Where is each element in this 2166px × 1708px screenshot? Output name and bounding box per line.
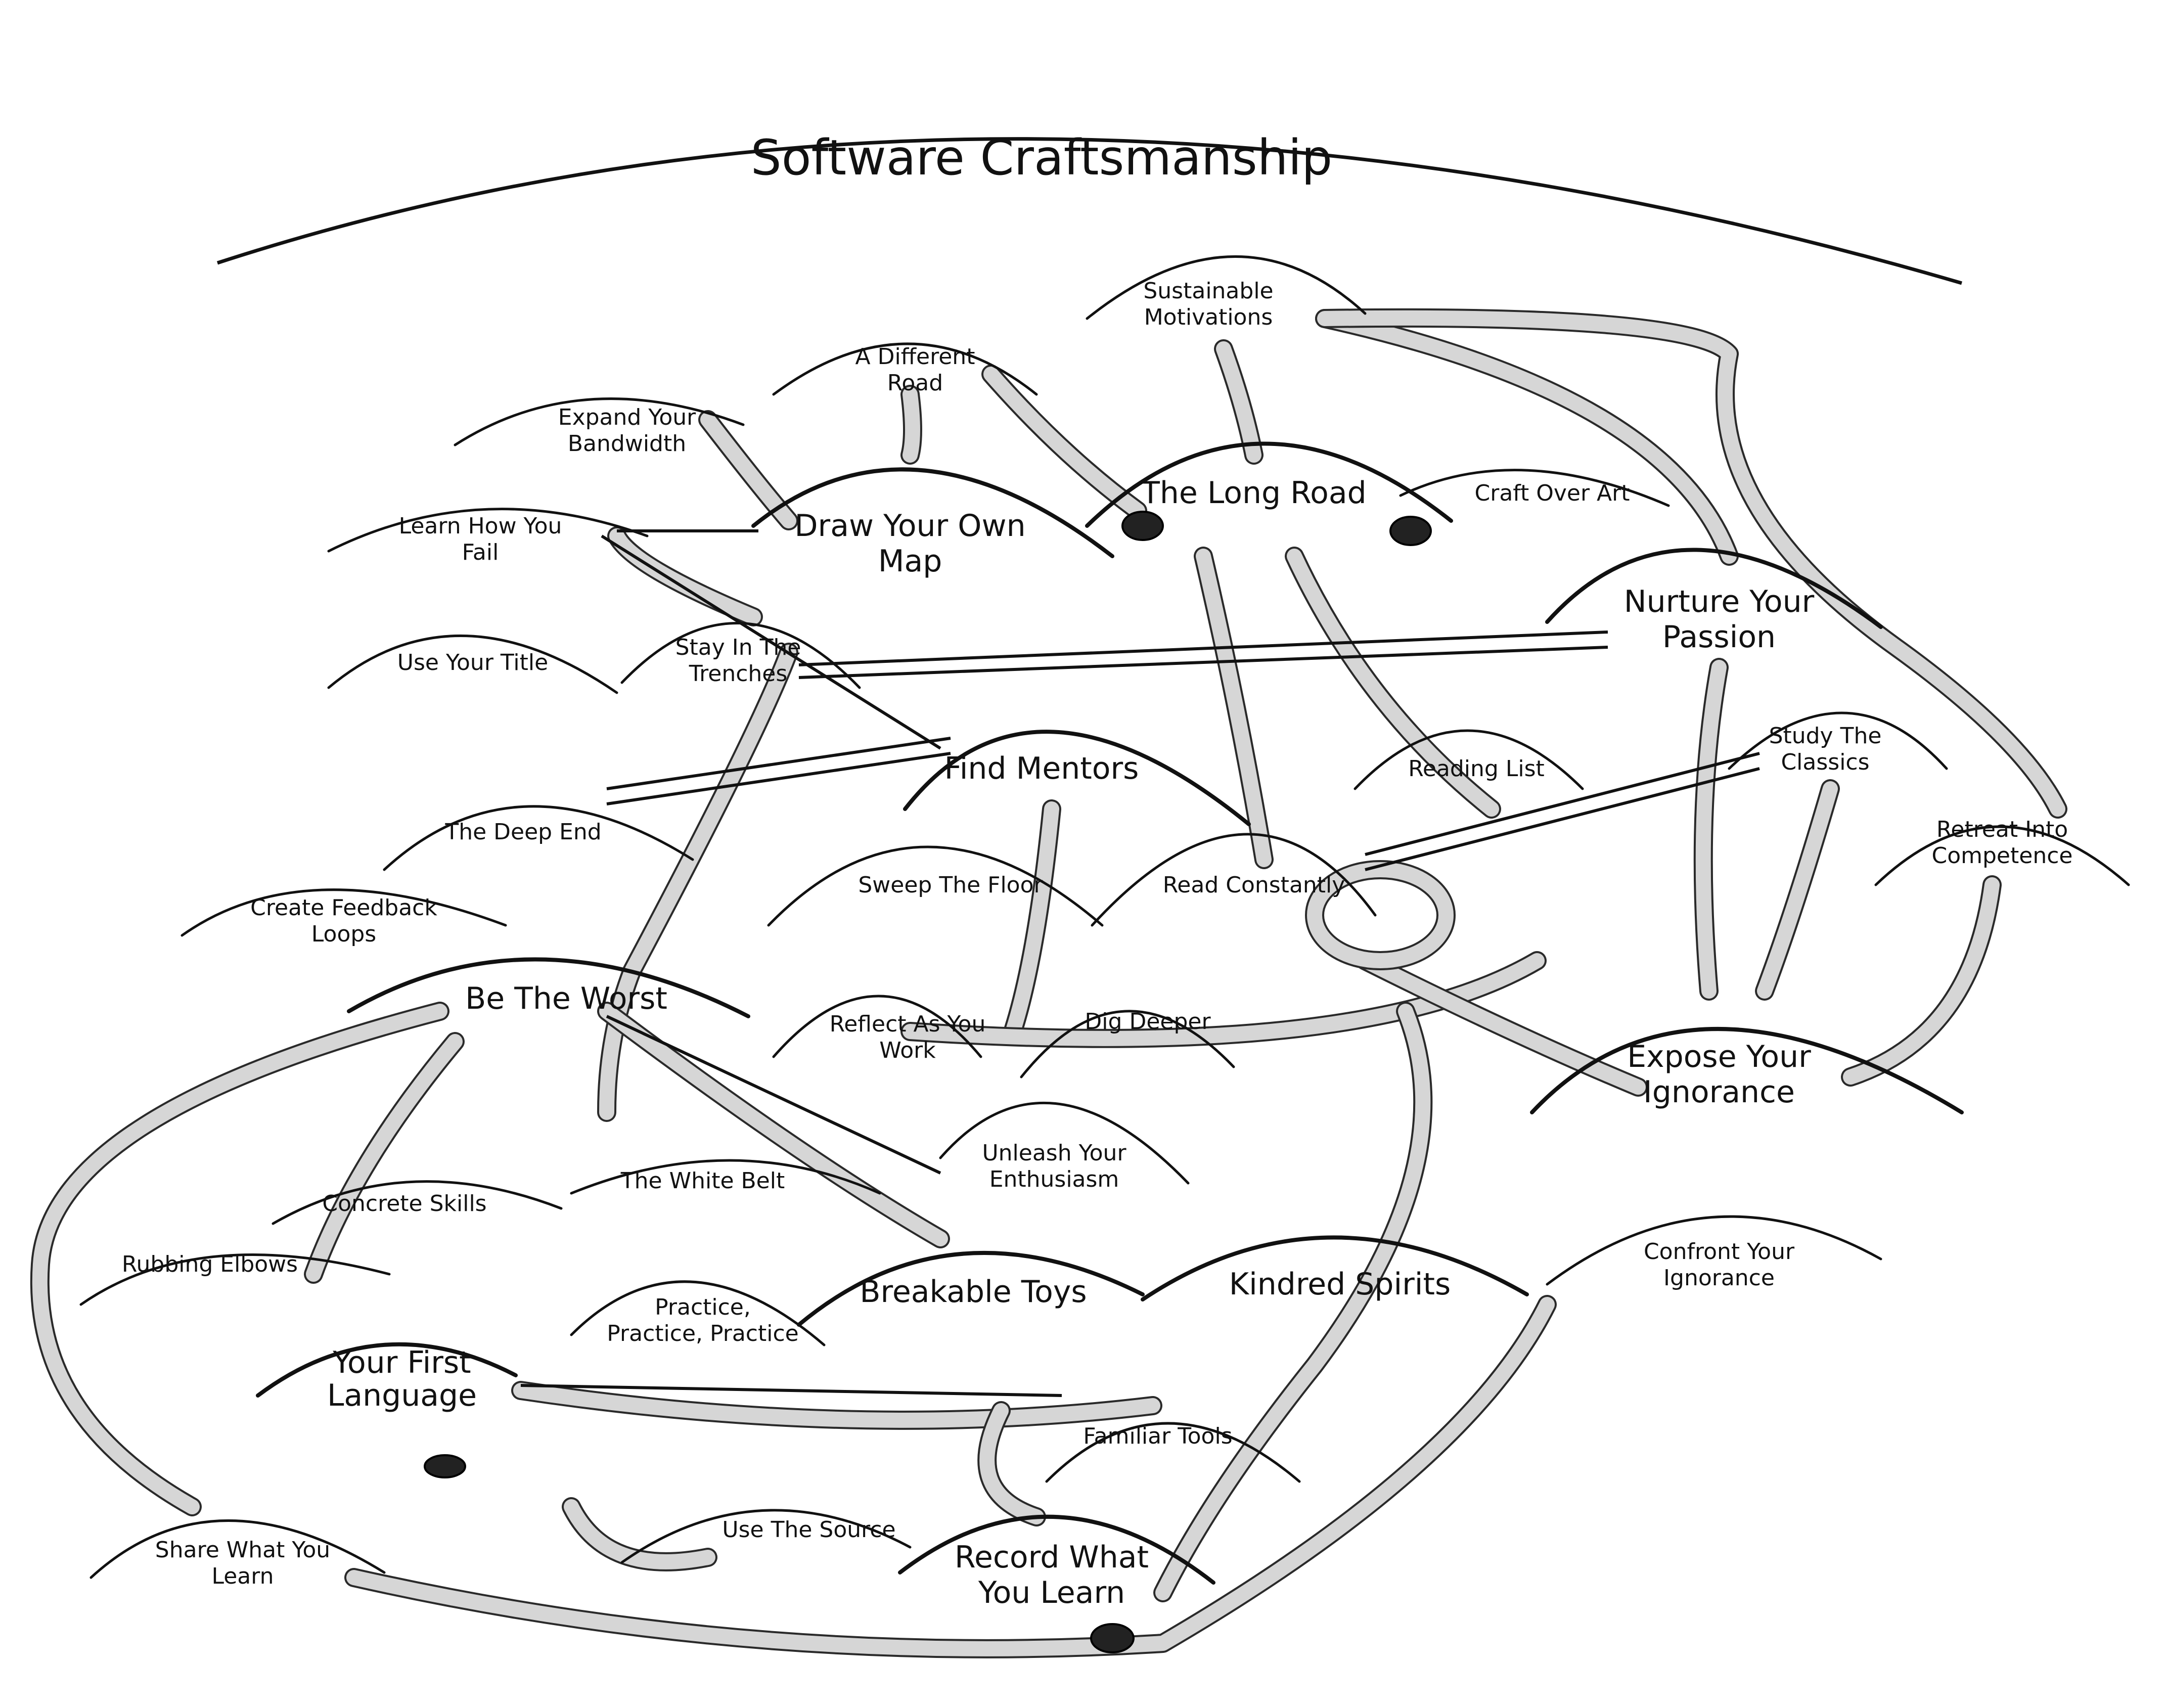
hills xyxy=(79,255,2130,1585)
roads xyxy=(30,308,2067,1658)
label-kindred-spirits: Kindred Spirits xyxy=(1229,1267,1451,1302)
label-familiar-tools: Familiar Tools xyxy=(1083,1423,1232,1449)
label-the-white-belt: The White Belt xyxy=(620,1168,785,1194)
label-use-the-source: Use The Source xyxy=(722,1517,895,1543)
label-find-mentors: Find Mentors xyxy=(944,751,1139,786)
label-be-the-worst: Be The Worst xyxy=(465,981,667,1016)
label-use-your-title: Use Your Title xyxy=(397,650,548,676)
label-craft-over-art: Craft Over Art xyxy=(1475,480,1630,506)
label-the-deep-end: The Deep End xyxy=(444,819,601,845)
label-practice-practice-practice: Practice,Practice, Practice xyxy=(607,1294,798,1346)
label-the-long-road: The Long Road xyxy=(1141,475,1367,511)
label-reading-list: Reading List xyxy=(1408,756,1545,782)
map-title: Software Craftsmanship xyxy=(751,129,1332,186)
label-sweep-the-floor: Sweep The Floor xyxy=(858,872,1043,898)
tunnels xyxy=(424,511,1432,1653)
label-dig-deeper: Dig Deeper xyxy=(1085,1009,1211,1035)
label-breakable-toys: Breakable Toys xyxy=(860,1274,1087,1310)
bridges xyxy=(520,529,1760,1397)
label-read-constantly: Read Constantly xyxy=(1163,872,1345,898)
label-rubbing-elbows: Rubbing Elbows xyxy=(122,1251,298,1277)
label-concrete-skills: Concrete Skills xyxy=(322,1191,486,1217)
sky-arc xyxy=(216,137,1962,285)
